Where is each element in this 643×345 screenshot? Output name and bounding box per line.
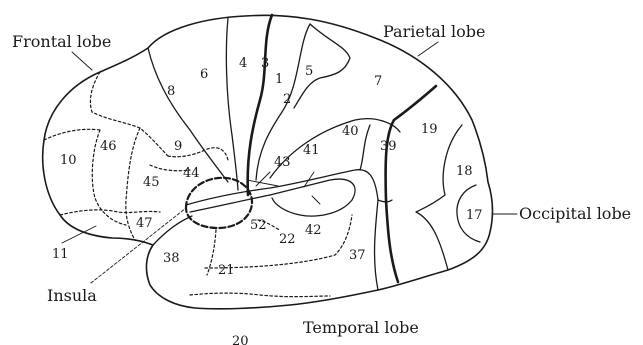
area-label: 37 bbox=[349, 248, 366, 263]
area-label: 3 bbox=[261, 56, 269, 71]
pointer-line bbox=[255, 171, 271, 187]
insula-label: Insula bbox=[47, 286, 97, 305]
area-label: 52 bbox=[250, 218, 267, 233]
area-label: 45 bbox=[143, 175, 160, 190]
area-label: 17 bbox=[466, 208, 483, 223]
area-label: 10 bbox=[60, 153, 77, 168]
dotted-boundary bbox=[257, 219, 281, 231]
area17-outline bbox=[456, 184, 481, 243]
temporal-lobe-label: Temporal lobe bbox=[303, 318, 419, 337]
sulcus-line bbox=[147, 47, 229, 183]
dotted-boundary bbox=[43, 128, 101, 141]
area-label: 1 bbox=[275, 72, 283, 87]
pointer-line bbox=[246, 179, 279, 187]
dotted-boundary bbox=[204, 214, 353, 269]
area-label: 7 bbox=[374, 74, 382, 89]
area-label: 40 bbox=[342, 124, 359, 139]
central-sulcus bbox=[246, 13, 274, 197]
occipital-lobe-label: Occipital lobe bbox=[519, 204, 631, 223]
area-label: 38 bbox=[163, 251, 180, 266]
parietal-occipital-sulcus bbox=[384, 84, 438, 284]
area-label: 46 bbox=[100, 139, 117, 154]
frontal-lobe-label: Frontal lobe bbox=[12, 32, 111, 51]
pointer-line bbox=[311, 195, 321, 205]
area-label: 43 bbox=[274, 155, 291, 170]
area-label: 47 bbox=[136, 216, 153, 231]
occipital-boundary bbox=[415, 124, 463, 271]
dotted-boundary bbox=[125, 127, 141, 241]
area-label: 18 bbox=[456, 164, 473, 179]
area-label: 5 bbox=[305, 64, 313, 79]
area-label: 11 bbox=[52, 247, 69, 262]
sulcus-line bbox=[269, 118, 401, 179]
area-label: 20 bbox=[232, 334, 249, 345]
area-label: 39 bbox=[380, 139, 397, 154]
pointer-line bbox=[90, 207, 187, 284]
sulcus-line bbox=[359, 124, 371, 171]
pointer-line bbox=[61, 225, 97, 244]
area-label: 19 bbox=[421, 122, 438, 137]
area-label: 44 bbox=[183, 166, 200, 181]
area-label: 41 bbox=[303, 143, 320, 158]
sulcus-line bbox=[373, 199, 379, 291]
area-label: 2 bbox=[283, 92, 291, 107]
dotted-boundary bbox=[206, 229, 217, 276]
area-label: 4 bbox=[239, 56, 247, 71]
area-label: 9 bbox=[174, 139, 182, 154]
temporal-fold bbox=[269, 178, 356, 217]
postcentral-loop bbox=[293, 23, 351, 109]
dotted-boundary bbox=[189, 292, 331, 298]
area-label: 42 bbox=[305, 223, 322, 238]
pointer-line bbox=[303, 171, 315, 188]
dotted-boundary bbox=[167, 147, 229, 161]
area-label: 6 bbox=[200, 67, 208, 82]
sylvian-fissure-lower bbox=[189, 194, 271, 213]
sulcus-line bbox=[255, 23, 311, 181]
parietal-lobe-label: Parietal lobe bbox=[383, 22, 485, 41]
dotted-boundary bbox=[89, 71, 169, 157]
dotted-boundary bbox=[149, 164, 191, 172]
brain-outline bbox=[41, 14, 494, 310]
pointer-line bbox=[71, 51, 93, 71]
sylvian-fissure bbox=[185, 169, 393, 206]
temporal-lower-border bbox=[152, 215, 193, 246]
pointer-line bbox=[417, 41, 439, 57]
area-label: 21 bbox=[218, 263, 235, 278]
area-label: 22 bbox=[279, 232, 296, 247]
insula-region bbox=[184, 176, 254, 230]
area-label: 8 bbox=[167, 84, 175, 99]
dotted-boundary bbox=[59, 209, 161, 216]
sulcus-line bbox=[225, 17, 239, 191]
